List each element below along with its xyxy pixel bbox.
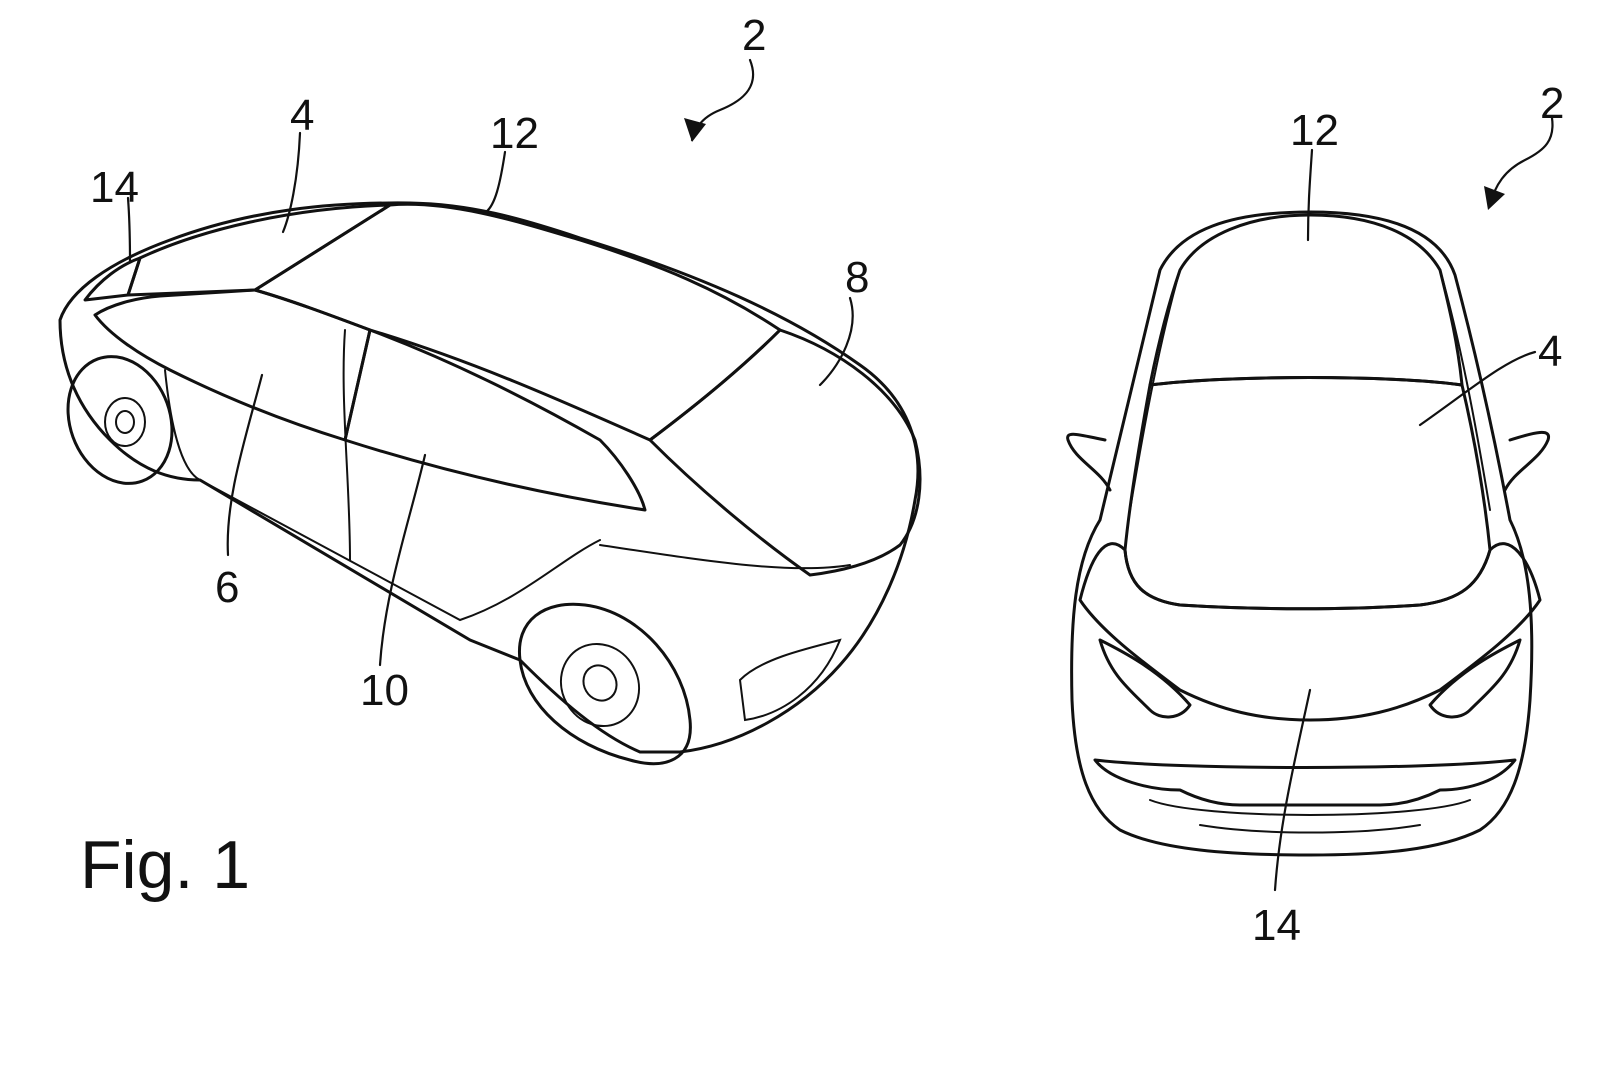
label-6: 6 <box>215 563 239 612</box>
front-region-4-windshield <box>1123 376 1492 611</box>
front-label-vehicle-2: 2 <box>1540 79 1564 128</box>
car-body-outline <box>58 201 920 754</box>
front-region-12-roof <box>1148 213 1464 387</box>
label-8: 8 <box>845 253 869 302</box>
front-label-12: 12 <box>1290 106 1339 155</box>
region-12-roof <box>253 202 782 442</box>
region-10-side-window <box>343 328 647 512</box>
region-8-front-glass <box>648 328 922 577</box>
front-wheel <box>517 602 692 766</box>
front-body-outline <box>1070 210 1534 857</box>
front-label-14: 14 <box>1252 901 1301 950</box>
label-10: 10 <box>360 666 409 715</box>
front-region-14-hood <box>1078 542 1542 722</box>
label-4: 4 <box>290 91 314 140</box>
front-view: 12 4 14 2 <box>1066 79 1564 950</box>
front-label-4: 4 <box>1538 327 1562 376</box>
label-14: 14 <box>90 163 139 212</box>
perspective-view: 14 4 12 8 6 10 2 <box>58 11 922 766</box>
label-vehicle-2: 2 <box>742 11 766 60</box>
region-4-rear-roof <box>126 203 392 297</box>
rear-wheel <box>66 355 174 485</box>
label-12: 12 <box>490 109 539 158</box>
figure-caption: Fig. 1 <box>80 827 250 903</box>
